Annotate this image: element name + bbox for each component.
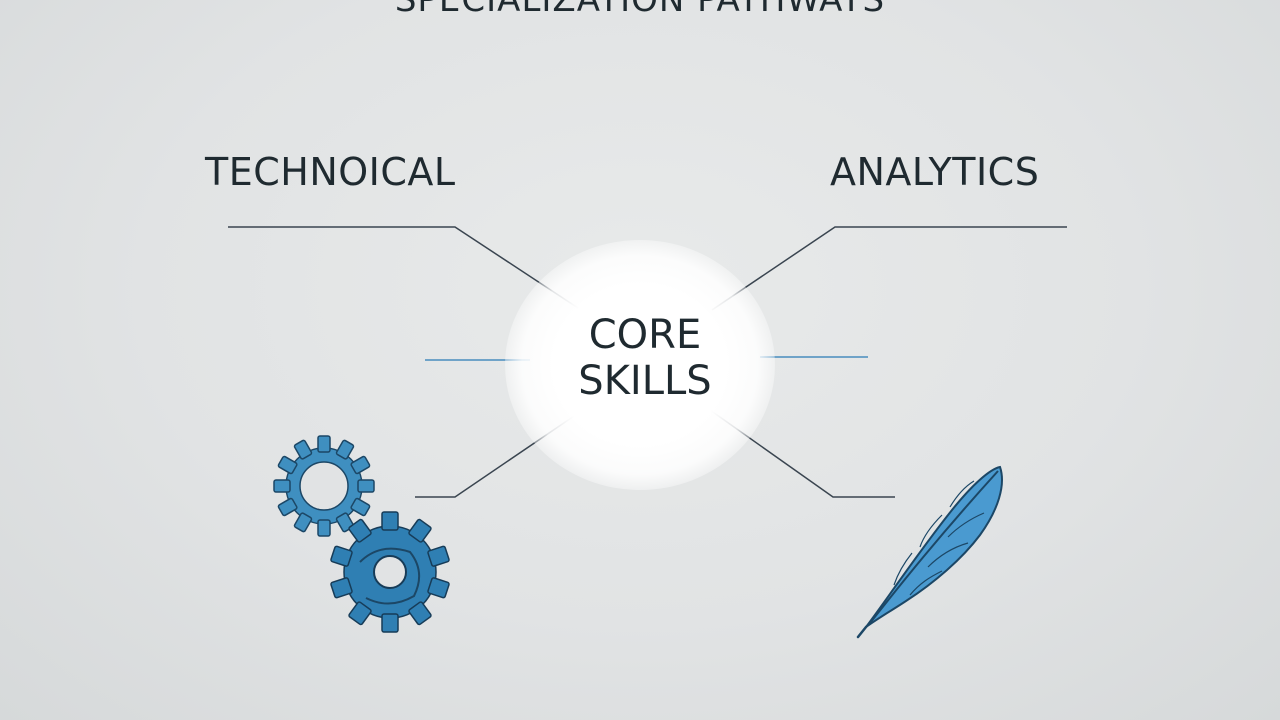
branch-label-analytics: ANALYTICS [830,150,1040,194]
gears-icon [273,435,450,633]
core-node-line2: SKILLS [578,358,712,404]
feather-icon [856,465,1003,639]
connector-upper-right [711,226,1067,311]
connector-lower-right [709,409,895,498]
diagram-title: SPECIALIZATION PATHWAYS [394,0,886,20]
core-node-line1: CORE [588,312,702,358]
branch-label-technical: TECHNOICAL [205,150,456,194]
core-node-glow [505,240,775,490]
connector-upper-left [228,226,579,309]
core-node: CORE SKILLS [540,312,750,404]
